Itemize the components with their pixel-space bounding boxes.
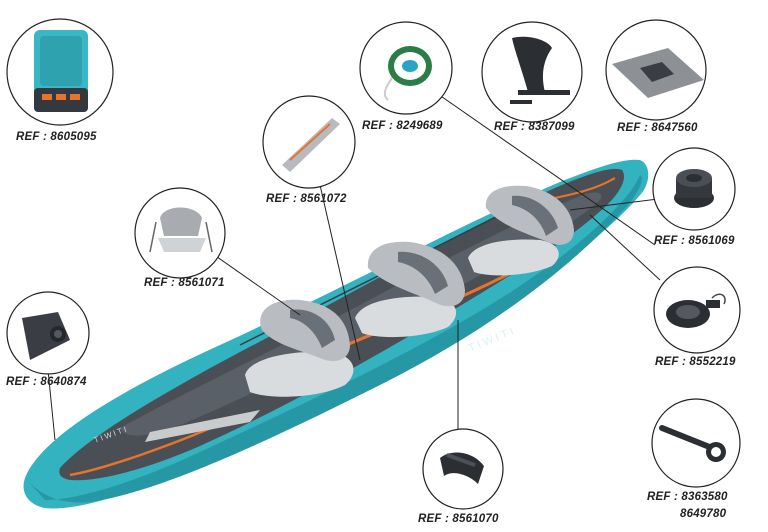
seat-icon [149, 207, 213, 253]
part-circle-bag [6, 18, 114, 126]
fin-icon [510, 36, 570, 104]
ref-label-wrench-2: 8649780 [680, 508, 727, 520]
part-circle-wrench [651, 398, 741, 488]
ref-label-fin: REF : 8387099 [494, 121, 575, 133]
part-circle-strap [422, 428, 504, 510]
handle-icon [282, 118, 340, 172]
ref-label-wrench: REF : 8363580 [647, 491, 728, 503]
valve-cap-icon [674, 169, 714, 208]
part-circle-fin [481, 21, 583, 123]
valve-icon [666, 293, 726, 328]
ref-label-hose: REF : 8249689 [362, 120, 443, 132]
rope-coil-icon [383, 46, 432, 101]
skeg-plate-icon [22, 312, 70, 360]
ref-label-seat: REF : 8561071 [144, 277, 225, 289]
seat-front [245, 299, 354, 397]
part-circle-patch [605, 19, 707, 121]
ref-label-handle: REF : 8561072 [266, 193, 347, 205]
seat-middle [355, 241, 465, 338]
ref-label-bag: REF : 8605095 [16, 131, 97, 143]
part-circle-seat [134, 187, 226, 279]
patch-icon [612, 48, 704, 98]
part-circle-skeg-plate [6, 291, 90, 375]
leader-lines [47, 91, 691, 441]
ref-label-valve-cap: REF : 8561069 [654, 235, 735, 247]
backpack-icon [34, 30, 88, 112]
part-circle-valve [653, 266, 741, 354]
wrench-icon [659, 425, 726, 462]
ref-label-strap: REF : 8561070 [418, 513, 499, 525]
ref-label-valve: REF : 8552219 [655, 356, 736, 368]
ref-label-skeg-plate: REF : 8640874 [6, 376, 87, 388]
part-circle-valve-cap [652, 147, 736, 231]
kayak: TIWITI TIWITI [23, 159, 649, 509]
strap-icon [440, 452, 484, 484]
part-circle-hose [359, 21, 453, 115]
seat-rear [468, 185, 574, 276]
kayak-floor-strip [145, 410, 260, 442]
ref-label-patch: REF : 8647560 [617, 122, 698, 134]
part-circle-handle [262, 95, 356, 189]
